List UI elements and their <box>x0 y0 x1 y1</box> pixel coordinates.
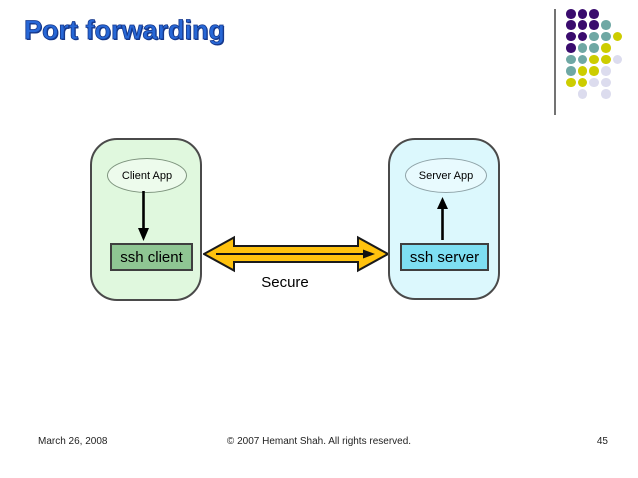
deco-dot <box>601 31 611 42</box>
ssh-client-box: ssh client <box>110 243 193 271</box>
deco-dot <box>566 20 576 31</box>
deco-dot <box>577 9 588 19</box>
deco-dot <box>589 43 599 53</box>
footer-date: March 26, 2008 <box>38 436 108 447</box>
deco-dot <box>589 9 599 19</box>
deco-dot <box>589 77 599 88</box>
ssh-client-label: ssh client <box>120 248 183 266</box>
deco-dot <box>601 77 611 88</box>
deco-dot <box>566 77 576 88</box>
deco-dot <box>589 20 599 31</box>
dot-grid <box>566 9 638 114</box>
arrow-up-icon <box>437 197 448 240</box>
deco-dot <box>577 66 588 76</box>
deco-dot <box>566 9 576 19</box>
footer-page-number: 45 <box>596 436 608 447</box>
deco-dot <box>589 66 599 76</box>
deco-dot <box>577 20 588 31</box>
client-app-ellipse: Client App <box>107 158 187 193</box>
deco-dot <box>612 54 623 65</box>
server-app-ellipse: Server App <box>405 158 487 193</box>
deco-dot <box>577 43 588 53</box>
secure-tunnel-double-arrow-icon <box>203 235 389 273</box>
secure-label: Secure <box>261 274 309 291</box>
deco-dot <box>577 54 588 65</box>
deco-dot <box>566 43 576 53</box>
deco-dot <box>577 77 588 88</box>
arrow-down-icon <box>138 191 149 241</box>
footer-copyright: © 2007 Hemant Shah. All rights reserved. <box>226 436 412 447</box>
deco-dot <box>601 54 611 65</box>
server-app-label: Server App <box>418 169 474 182</box>
deco-dot <box>577 89 588 99</box>
deco-dot <box>601 43 611 53</box>
deco-dot <box>601 89 611 99</box>
deco-dot <box>566 66 576 76</box>
client-app-label: Client App <box>121 169 173 182</box>
decoration-vertical-line <box>554 9 556 115</box>
slide-title: Port forwarding <box>24 15 226 46</box>
deco-dot <box>577 31 588 42</box>
deco-dot <box>589 31 599 42</box>
deco-dot <box>601 20 611 31</box>
deco-dot <box>566 31 576 42</box>
ssh-server-label: ssh server <box>409 248 480 266</box>
deco-dot <box>601 66 611 76</box>
ssh-server-box: ssh server <box>400 243 489 271</box>
deco-dot <box>566 54 576 65</box>
deco-dot <box>589 54 599 65</box>
deco-dot <box>612 31 623 42</box>
slide-footer: March 26, 2008 © 2007 Hemant Shah. All r… <box>0 436 638 450</box>
